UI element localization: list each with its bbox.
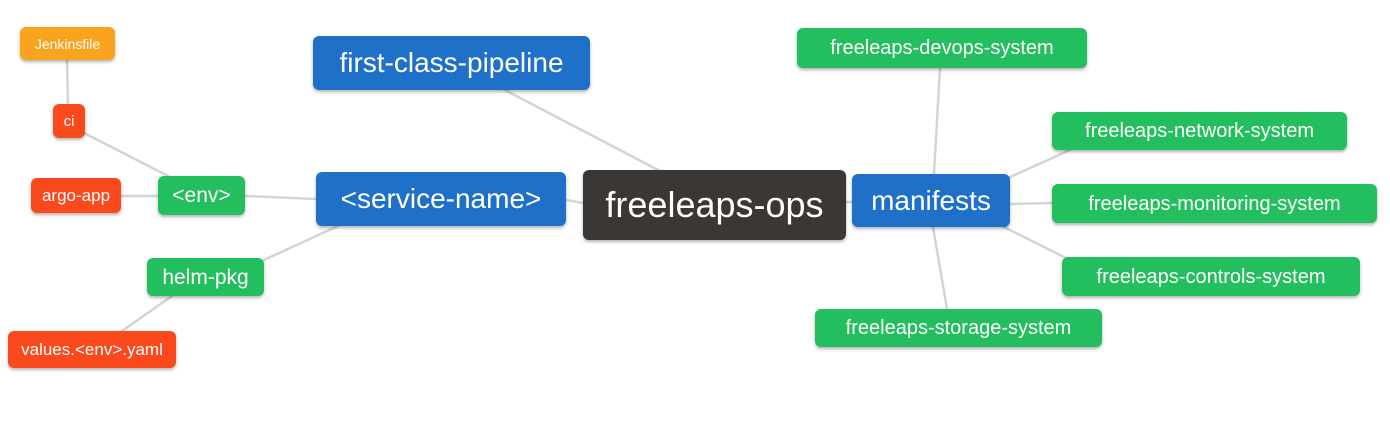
node-label: values.<env>.yaml: [21, 340, 163, 359]
node-label: ci: [63, 112, 75, 130]
node-first-class-pipeline[interactable]: first-class-pipeline: [313, 36, 590, 90]
edge-helm-pkg-to-service-name: [262, 224, 340, 262]
node-freeleaps-devops-system[interactable]: freeleaps-devops-system: [797, 28, 1087, 68]
node-label: freeleaps-devops-system: [830, 37, 1054, 59]
node-label: manifests: [871, 184, 991, 216]
node-label: freeleaps-monitoring-system: [1088, 192, 1341, 215]
node-label: <env>: [172, 184, 231, 207]
node-freeleaps-network-system[interactable]: freeleaps-network-system: [1052, 112, 1347, 150]
node-label: first-class-pipeline: [339, 47, 564, 78]
node-label: freeleaps-controls-system: [1096, 265, 1326, 288]
node-label: freeleaps-storage-system: [845, 317, 1072, 339]
node-jenkinsfile[interactable]: Jenkinsfile: [20, 27, 115, 60]
node-helm-pkg[interactable]: helm-pkg: [147, 258, 264, 296]
node-values-env-yaml[interactable]: values.<env>.yaml: [8, 331, 176, 368]
node-label: argo-app: [41, 186, 111, 205]
edge-env-to-service-name: [243, 194, 318, 201]
edge-service-name-to-freeleaps-ops: [564, 198, 585, 205]
edge-values-env-yaml-to-helm-pkg: [120, 294, 174, 333]
node-freeleaps-storage-system[interactable]: freeleaps-storage-system: [815, 309, 1102, 347]
edge-manifests-to-freeleaps-network-system: [1006, 148, 1072, 180]
node-freeleaps-ops[interactable]: freeleaps-ops: [583, 170, 846, 240]
node-env[interactable]: <env>: [158, 176, 245, 215]
node-ci[interactable]: ci: [53, 104, 85, 138]
node-argo-app[interactable]: argo-app: [31, 178, 121, 213]
edge-ci-to-env: [82, 131, 174, 180]
node-label: Jenkinsfile: [34, 35, 101, 52]
node-freeleaps-controls-system[interactable]: freeleaps-controls-system: [1062, 257, 1360, 296]
edge-manifests-to-freeleaps-monitoring-system: [1008, 201, 1054, 206]
node-manifests[interactable]: manifests: [852, 174, 1010, 227]
node-label: helm-pkg: [162, 265, 249, 289]
node-label: freeleaps-network-system: [1085, 120, 1314, 142]
node-label: <service-name>: [340, 183, 542, 214]
edge-first-class-pipeline-to-freeleaps-ops: [501, 87, 662, 173]
node-freeleaps-monitoring-system[interactable]: freeleaps-monitoring-system: [1052, 184, 1377, 223]
edge-jenkinsfile-to-ci: [65, 58, 70, 106]
edge-manifests-to-freeleaps-devops-system: [932, 66, 942, 176]
node-service-name[interactable]: <service-name>: [316, 172, 566, 226]
edge-manifests-to-freeleaps-storage-system: [931, 225, 949, 311]
edge-manifests-to-freeleaps-controls-system: [1000, 224, 1074, 263]
node-label: freeleaps-ops: [605, 184, 824, 225]
